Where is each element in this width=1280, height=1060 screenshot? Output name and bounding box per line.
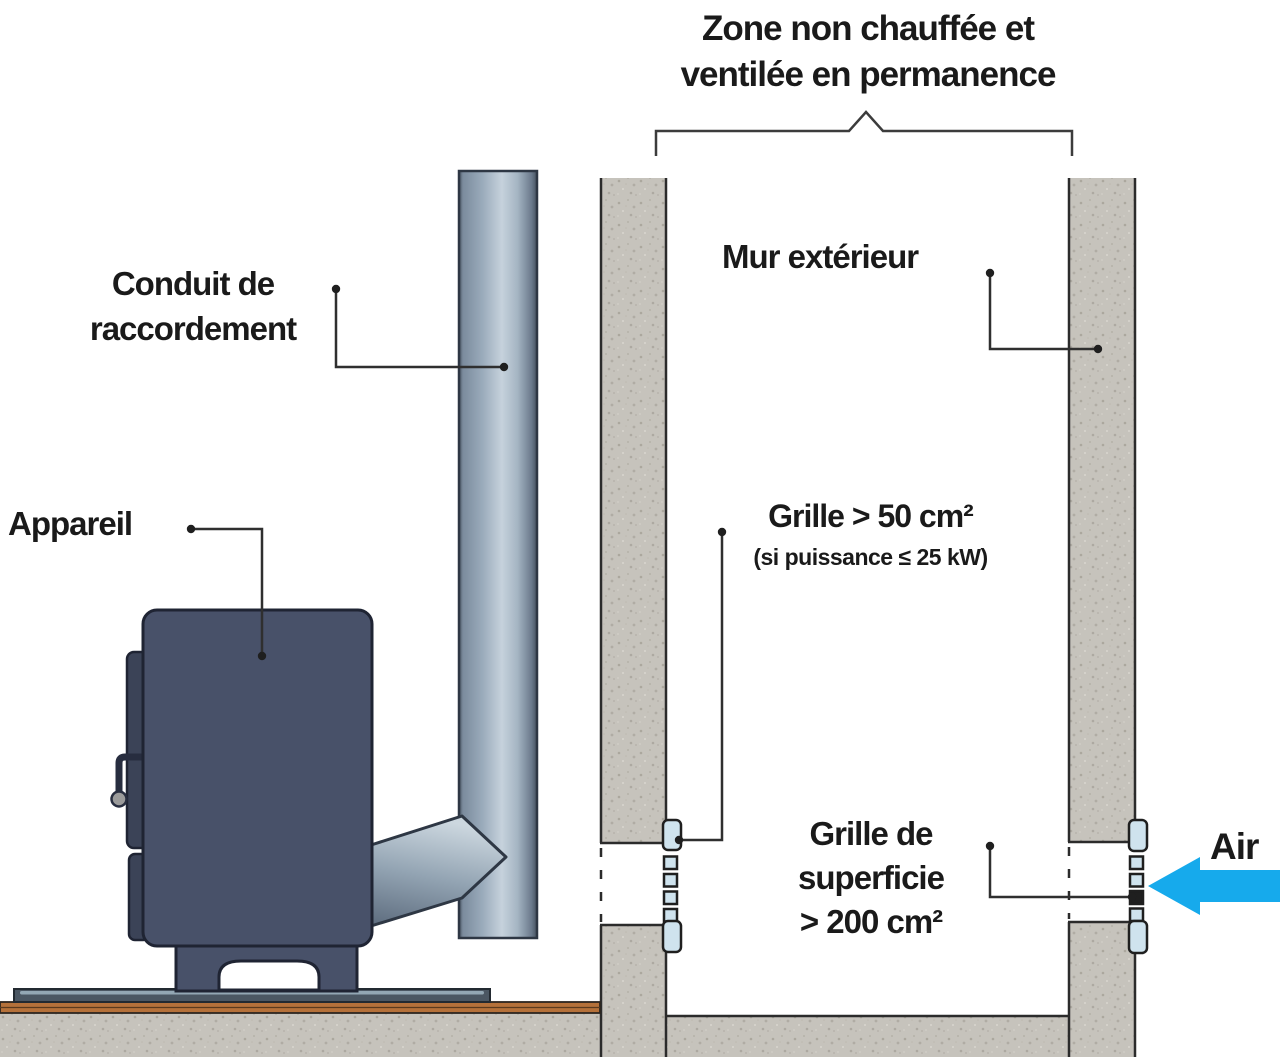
grille-cap	[1127, 919, 1149, 955]
label-conduit-raccordement: Conduit de raccordement	[89, 265, 297, 347]
stove-handle-knob	[110, 790, 128, 808]
wall-edges	[599, 178, 1137, 1057]
label-grille-50-condition: (si puissance ≤ 25 kW)	[753, 544, 988, 570]
zone-title-line2: ventilée en permanence	[680, 55, 1057, 94]
inner-wall-upper	[600, 178, 667, 843]
label-air: Air	[1210, 826, 1259, 867]
zone-title: Zone non chauffée et ventilée en permane…	[598, 6, 1138, 98]
outer-wall-lower	[1068, 922, 1136, 1057]
label-appareil: Appareil	[8, 505, 133, 542]
air-flow-arrow-icon	[1148, 857, 1280, 915]
appliance	[110, 608, 374, 993]
zone-floor	[667, 1016, 1068, 1057]
grille-cap	[1127, 818, 1149, 853]
outer-wall-upper	[1068, 178, 1136, 842]
room-floor	[0, 1013, 600, 1057]
leader-lines	[191, 273, 1133, 899]
label-grille-50-main: Grille > 50 cm²	[768, 498, 974, 534]
leader-mur-exterieur	[988, 273, 1098, 351]
label-grille-200: Grille de superficie > 200 cm²	[798, 815, 945, 940]
grille-louver	[662, 872, 679, 888]
zone-title-line1: Zone non chauffée et	[702, 9, 1035, 48]
zone-bracket	[654, 110, 1074, 156]
grille-louver	[1128, 872, 1145, 888]
stove-handle	[115, 753, 153, 799]
outer-wall-grille	[1127, 818, 1149, 955]
grille-cap	[661, 919, 683, 954]
grille-louver	[662, 907, 679, 923]
masonry	[0, 178, 1137, 1057]
leader-grille-200	[988, 846, 1133, 899]
vertical-flue-pipe	[457, 169, 539, 940]
hearth-plate-highlight	[20, 991, 484, 995]
leader-dots	[186, 268, 1137, 902]
grille-louver	[662, 855, 679, 871]
grille-louver	[1128, 855, 1145, 871]
leader-conduit	[334, 289, 504, 369]
grille-louver	[1128, 907, 1145, 923]
leader-grille-50	[679, 532, 724, 842]
leader-appareil	[191, 527, 264, 656]
stove-pedestal-arch	[217, 959, 321, 992]
grille-cap	[661, 818, 683, 852]
label-mur-exterieur: Mur extérieur	[722, 238, 919, 275]
label-grille-50: Grille > 50 cm² (si puissance ≤ 25 kW)	[718, 498, 1023, 571]
stove-body	[141, 608, 374, 948]
hearth	[0, 988, 601, 1014]
inner-wall-lower	[600, 925, 667, 1057]
grille-louver	[662, 890, 679, 906]
